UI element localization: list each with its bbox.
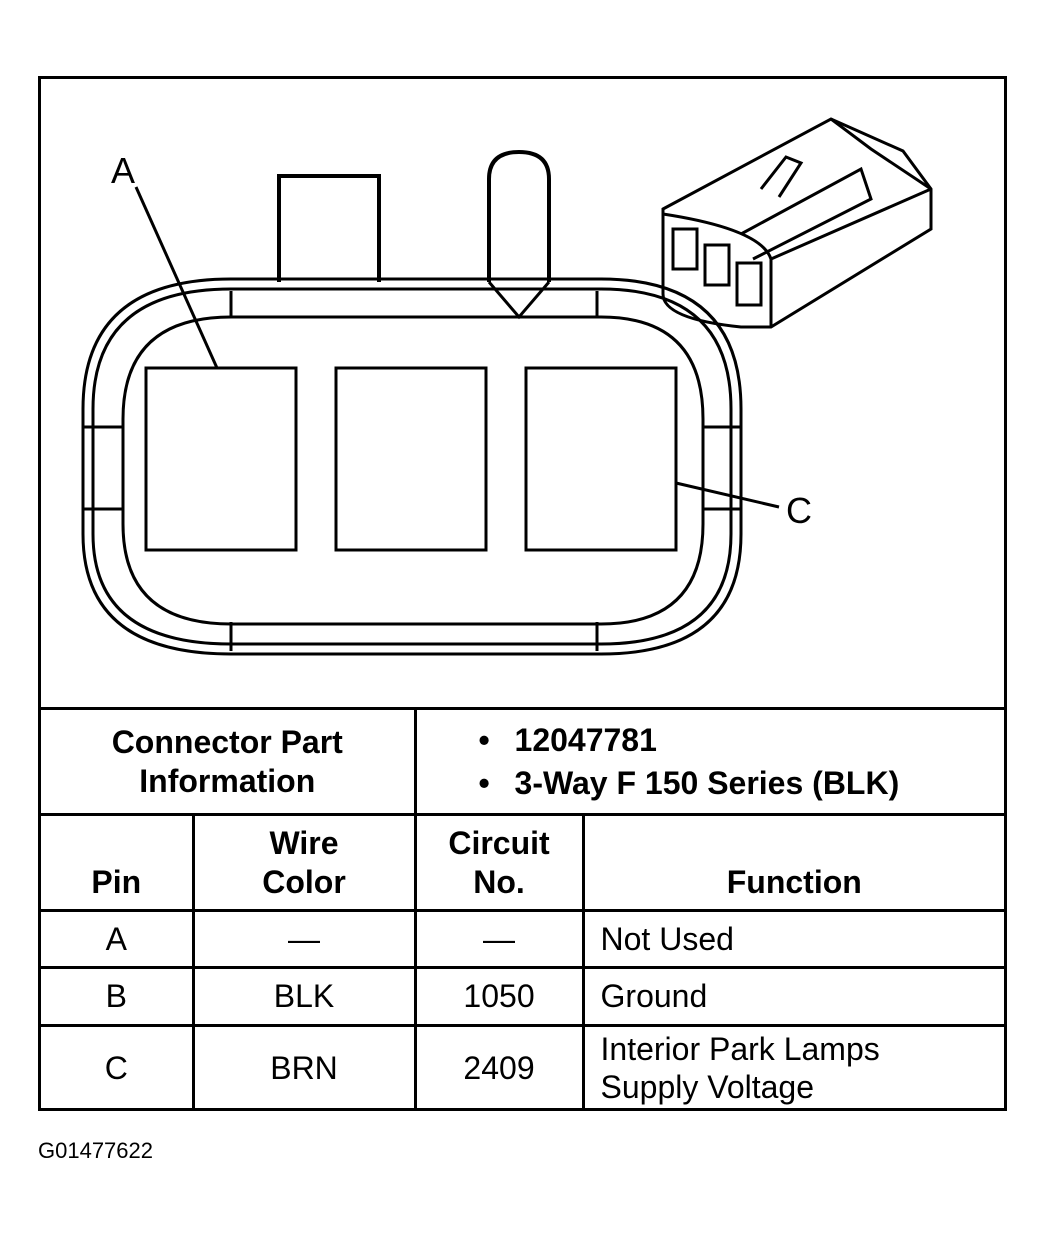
label-c: C [786, 490, 812, 531]
connector-part-info-heading: Connector Part Information [41, 707, 417, 816]
circuit-no-cell: 2409 [413, 1024, 585, 1110]
connector-part-info-row: Connector Part Information •12047781 •3-… [41, 707, 1005, 816]
diagram-frame: A C Connector Part Information [38, 76, 1007, 1111]
right-side-tab [703, 425, 741, 511]
locking-tab [277, 174, 381, 282]
connector-inner-lip [121, 315, 705, 626]
cavity-a [144, 366, 298, 552]
part-description: •3-Way F 150 Series (BLK) [478, 764, 900, 801]
function-cell: Not Used [581, 909, 1005, 969]
table-row: B BLK 1050 Ground [41, 966, 1005, 1027]
pin-cell: B [41, 966, 195, 1027]
pin-cell: A [41, 909, 195, 969]
connector-outer-shell-inner [91, 287, 733, 646]
wire-color-cell: BRN [191, 1024, 417, 1110]
function-cell: Ground [581, 966, 1005, 1027]
left-side-tab [83, 425, 123, 511]
key-tab [487, 149, 551, 282]
header-pin: Pin [41, 813, 195, 912]
label-a: A [111, 150, 135, 191]
header-function: Function [581, 813, 1005, 912]
connector-diagram: A C [81, 117, 933, 656]
wire-color-cell: — [191, 909, 417, 969]
cavity-c [524, 366, 678, 552]
cavity-b [334, 366, 488, 552]
connector-table: Connector Part Information •12047781 •3-… [41, 707, 1005, 1110]
figure-id: G01477622 [38, 1138, 153, 1163]
circuit-no-cell: 1050 [413, 966, 585, 1027]
connector-iso-view [661, 117, 933, 329]
part-number: •12047781 [478, 722, 657, 759]
table-row: A — — Not Used [41, 909, 1005, 969]
wire-color-cell: BLK [191, 966, 417, 1027]
circuit-no-cell: — [413, 909, 585, 969]
connector-outer-shell [81, 277, 743, 656]
connector-part-info-values: •12047781 •3-Way F 150 Series (BLK) [413, 707, 1005, 816]
leader-line-a [134, 186, 219, 369]
leader-line-c [675, 481, 780, 509]
pin-cell: C [41, 1024, 195, 1110]
